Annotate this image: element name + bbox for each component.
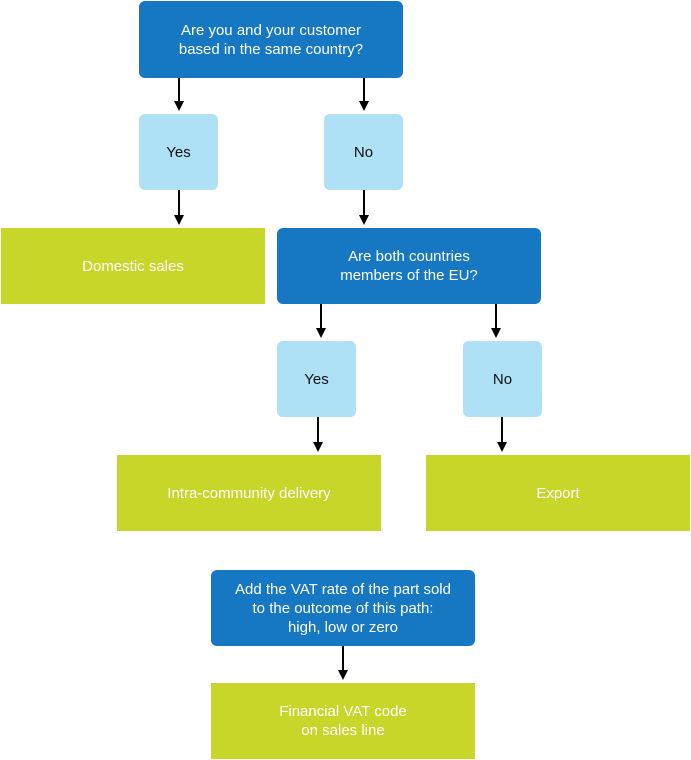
answer-no-same-country: No bbox=[324, 114, 403, 190]
step-add-vat-rate: Add the VAT rate of the part sold to the… bbox=[211, 570, 475, 646]
outcome-export: Export bbox=[426, 455, 690, 531]
answer-yes-eu: Yes bbox=[277, 341, 356, 417]
outcome-domestic-sales: Domestic sales bbox=[1, 228, 265, 304]
answer-no-eu: No bbox=[463, 341, 542, 417]
outcome-intra-community-delivery: Intra-community delivery bbox=[117, 455, 381, 531]
question-eu-members: Are both countries members of the EU? bbox=[277, 228, 541, 304]
outcome-financial-vat-code: Financial VAT code on sales line bbox=[211, 683, 475, 759]
answer-yes-same-country: Yes bbox=[139, 114, 218, 190]
question-same-country: Are you and your customer based in the s… bbox=[139, 1, 403, 78]
